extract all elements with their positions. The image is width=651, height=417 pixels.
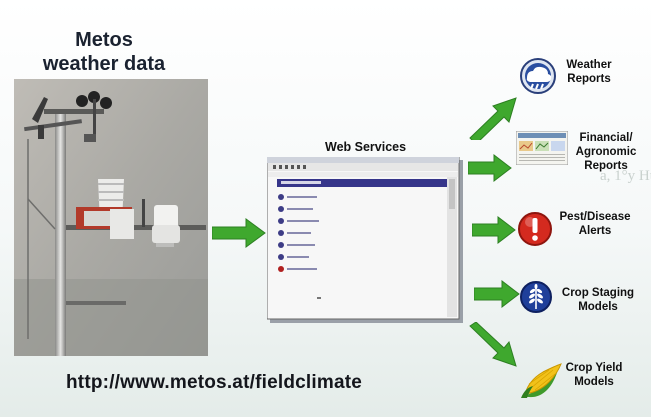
output-label-crop-yield: Crop Yield Models	[555, 361, 633, 389]
weather-station-photo	[14, 79, 208, 356]
weather-cloud-icon	[520, 58, 556, 94]
website-url: http://www.metos.at/fieldclimate	[66, 372, 363, 393]
output-label-pest-alerts: Pest/Disease Alerts	[554, 210, 636, 238]
output-label-financial-reports: Financial/ Agronomic Reports	[568, 131, 644, 173]
web-services-label: Web Services	[325, 140, 407, 154]
output-label-line: Reports	[584, 160, 628, 172]
alert-icon	[518, 212, 552, 246]
web-services-screenshot	[267, 157, 463, 323]
arrow-to-crop-yield	[469, 322, 517, 367]
output-label-line: Crop Staging	[561, 287, 635, 299]
output-label-line: Reports	[567, 73, 611, 85]
output-label-line: Crop Yield	[565, 362, 623, 374]
title-line-2: weather data	[42, 53, 166, 75]
arrow-to-pest-alerts	[472, 216, 516, 244]
output-label-line: Weather	[566, 59, 612, 71]
output-label-line: Alerts	[578, 225, 612, 237]
output-label-line: Models	[574, 376, 614, 388]
output-label-line: Agronomic	[575, 146, 637, 158]
arrow-to-weather-reports	[469, 97, 517, 140]
title-line-1: Metos	[75, 29, 133, 51]
arrow-to-crop-staging	[474, 280, 520, 308]
arrow-to-financial-reports	[468, 154, 512, 182]
output-label-line: Pest/Disease	[559, 211, 631, 223]
corn-icon	[521, 363, 562, 398]
output-label-line: Financial/	[579, 132, 633, 144]
output-label-line: Models	[578, 301, 618, 313]
output-label-crop-staging: Crop Staging Models	[553, 286, 643, 314]
arrow-to-web-services	[212, 218, 266, 248]
page-title: Metos weather data	[15, 28, 193, 76]
output-label-weather-reports: Weather Reports	[558, 58, 620, 86]
wheat-icon	[520, 281, 552, 313]
background-text: a, 1°y Humidad	[600, 168, 651, 184]
report-thumbnail-icon	[516, 131, 568, 165]
